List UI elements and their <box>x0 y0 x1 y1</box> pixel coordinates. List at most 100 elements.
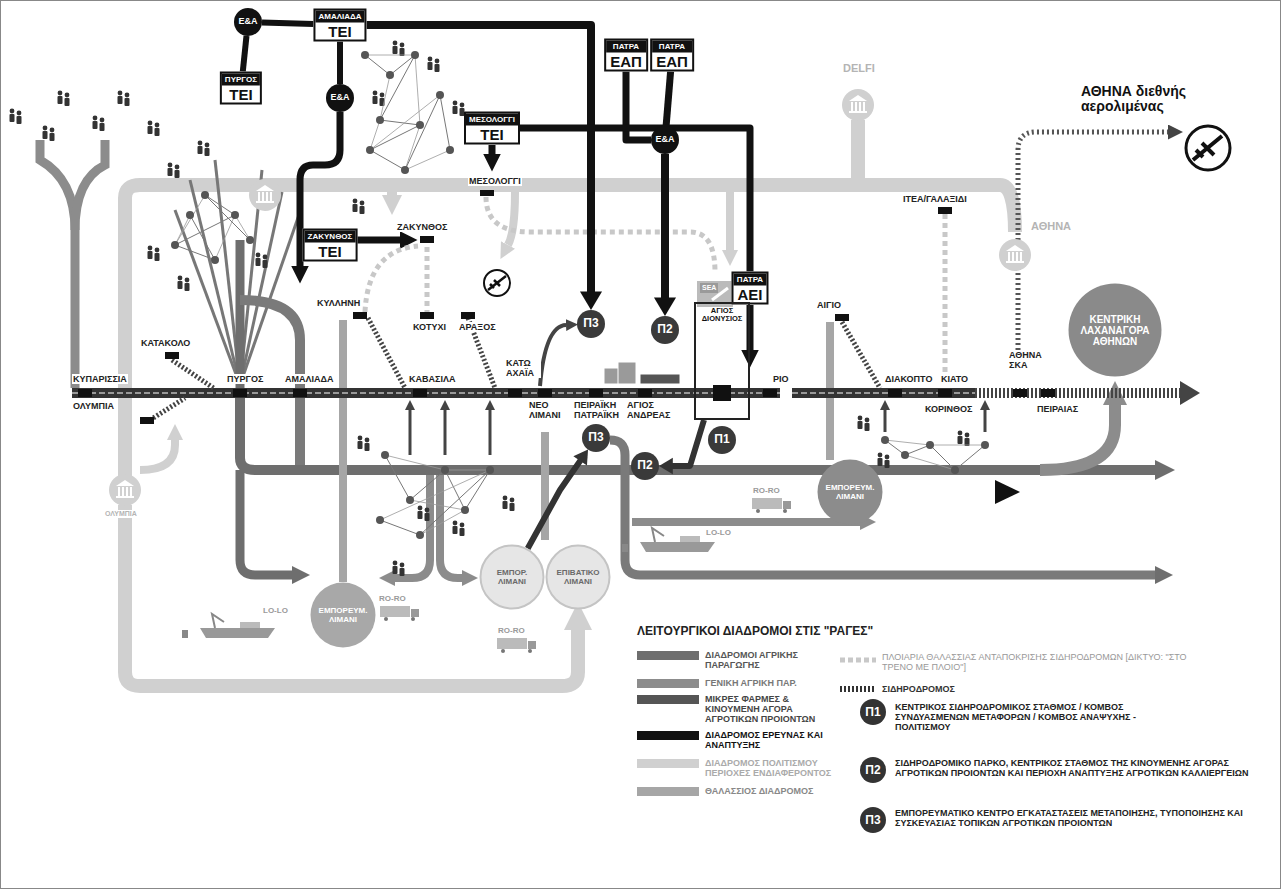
people-icon <box>155 128 160 136</box>
rail-arrow <box>1180 381 1200 405</box>
people-icon <box>428 57 433 62</box>
people-icon <box>93 116 98 121</box>
hub-circle: Π1 <box>708 426 736 454</box>
farm-network <box>405 95 440 170</box>
rail-line <box>368 318 405 388</box>
hub-circle: Π2 <box>651 316 679 344</box>
people-icon <box>185 283 190 291</box>
people-icon <box>17 111 22 116</box>
ship-truck-icon <box>212 614 224 628</box>
farm-network <box>926 441 934 449</box>
station-marker <box>589 389 603 397</box>
museum-icon <box>1008 252 1010 261</box>
place-label: LO-LO <box>705 528 732 538</box>
rail-line <box>842 322 880 388</box>
node-text: Π1 <box>714 433 729 446</box>
farm-network <box>385 455 445 470</box>
ferry-route <box>365 246 418 312</box>
museum-icon <box>842 89 874 121</box>
museum-icon <box>258 192 260 201</box>
place-label: ΑΘΗΝΑ ΣΚΑ <box>1008 350 1046 370</box>
people-icon <box>365 438 370 443</box>
place-label: RO-RO <box>378 594 407 604</box>
connector-line <box>528 460 581 549</box>
people-icon <box>885 455 890 460</box>
station-marker <box>763 389 777 397</box>
station-marker <box>888 389 902 397</box>
connector <box>528 450 588 549</box>
farm-network <box>416 531 424 539</box>
museum-icon <box>126 487 128 496</box>
farm-network <box>489 408 492 455</box>
station-marker <box>480 190 494 196</box>
people-icon <box>100 118 105 123</box>
connector-line <box>661 154 669 299</box>
people-icon <box>93 121 98 129</box>
connector <box>520 128 750 272</box>
farm-network <box>211 256 219 264</box>
station-marker <box>638 389 652 397</box>
farm-network <box>381 451 389 459</box>
people-icon <box>168 163 173 168</box>
station-marker <box>938 207 952 214</box>
airport-icon <box>488 276 506 290</box>
node-text: ΕΜΠΟΡ. ΛΙΜΑΝΙ <box>484 568 540 586</box>
legend-text: ΓΕΝΙΚΗ ΑΓΡΙΚΗ ΠΑΡ. <box>705 678 830 688</box>
place-label: DELFI <box>842 62 876 74</box>
farm-network <box>380 120 420 125</box>
port-circle: ΕΜΠΟΡΕΥΜ. ΛΙΜΑΝΙ <box>818 460 883 525</box>
farm-network <box>980 400 990 410</box>
station-marker <box>835 314 849 321</box>
research-circle: Ε&Α <box>234 8 262 36</box>
rail-line <box>72 318 1180 420</box>
people-icon <box>256 253 261 258</box>
place-label: ΚΥΠΑΡΙΣΣΙΑ <box>72 374 128 384</box>
farm-network <box>445 470 465 510</box>
node-text: Π3 <box>583 317 598 330</box>
people-icon <box>503 496 508 501</box>
people-icon <box>155 248 160 253</box>
connector <box>659 420 704 474</box>
museum-icon <box>118 487 120 496</box>
people-icon <box>175 165 180 170</box>
farm-network <box>370 95 440 150</box>
market-circle: ΚΕΝΤΡΙΚΗ ΛΑΧΑΝΑΓΟΡΑ ΑΘΗΝΩΝ <box>1069 284 1162 377</box>
people-icon <box>460 523 465 528</box>
connector <box>243 36 247 72</box>
airport-icon <box>1186 126 1230 170</box>
people-icon <box>10 41 970 576</box>
farm-network <box>446 146 454 154</box>
farm-network <box>416 121 424 129</box>
station-marker <box>78 190 1055 424</box>
people-icon <box>393 41 398 46</box>
people-icon <box>175 170 180 178</box>
production-corridor <box>75 140 105 230</box>
farm-network <box>409 408 412 455</box>
production-corridor <box>1040 405 1115 470</box>
people-icon <box>380 93 385 98</box>
place-label: ΚΑΤΑΚΟΛΟ <box>140 338 191 348</box>
culture-corridor <box>140 440 175 470</box>
culture-corridor <box>125 185 1015 480</box>
station-marker <box>938 389 952 397</box>
farm-network <box>930 445 955 470</box>
museum-icon <box>122 487 124 496</box>
station-marker <box>420 312 434 319</box>
place-label: ΚΙΑΤΟ <box>940 374 969 384</box>
farm-network <box>440 400 450 410</box>
hub-circle: Π2 <box>631 452 659 480</box>
farm-network <box>380 470 490 520</box>
connector <box>367 25 603 310</box>
farm-network <box>436 91 444 99</box>
people-icon <box>453 101 458 106</box>
node-text: ΕΜΠΟΡΕΥΜ. ΛΙΜΑΝΙ <box>315 606 371 624</box>
place-label: RO-RO <box>497 626 526 636</box>
people-icon <box>400 43 405 48</box>
node-text: Ε&Α <box>330 93 349 103</box>
place-label: SEA <box>700 283 718 293</box>
people-icon <box>353 204 358 212</box>
legend-sample <box>840 658 876 663</box>
farm-network <box>205 195 250 240</box>
node-text: Π2 <box>637 459 652 472</box>
place-label: ΑΓΙΟΣ ΑΝΔΡΕΑΣ <box>626 400 672 420</box>
